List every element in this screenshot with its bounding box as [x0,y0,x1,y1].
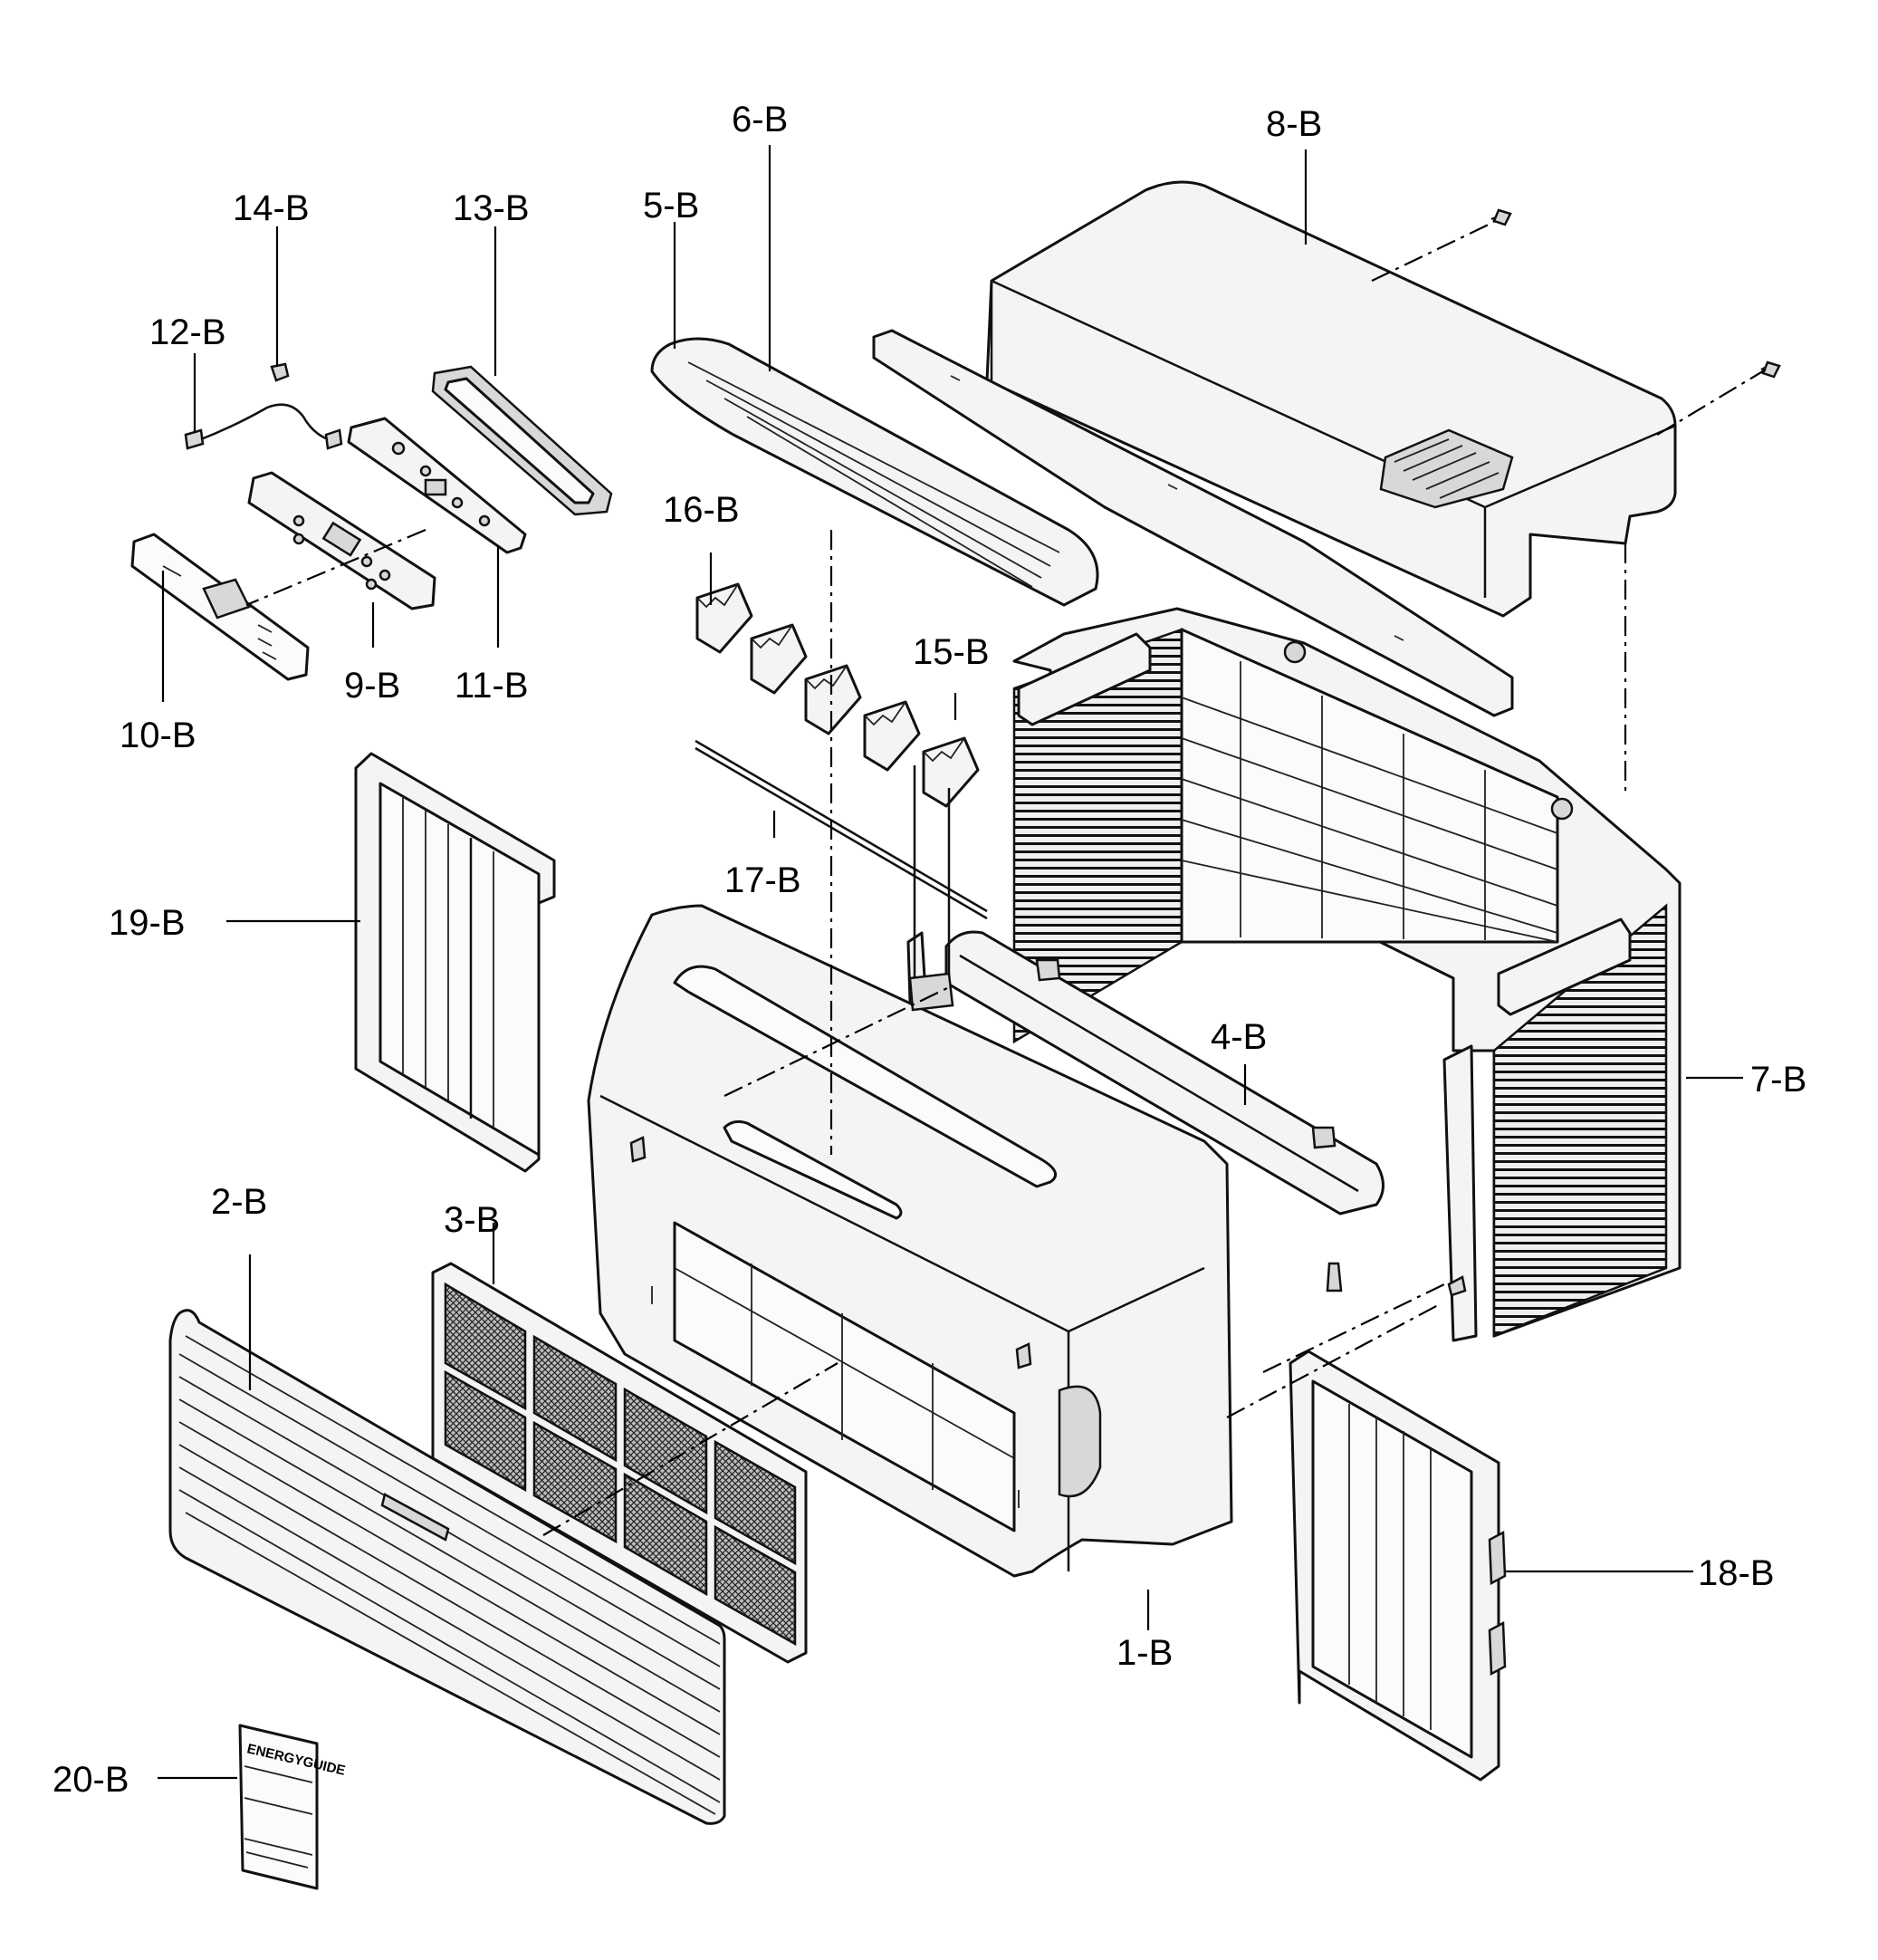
control-gasket-part [431,365,613,516]
right-side-curtain-part [1289,1350,1507,1782]
label-9-b: 9-B [344,666,400,706]
link-rod-part [695,739,988,920]
energy-guide-label-part: ENERGYGUIDE [238,1724,347,1890]
label-13-b: 13-B [453,188,530,228]
front-grille-part [168,1309,726,1825]
front-frame-part [587,904,1233,1578]
label-8-b: 8-B [1266,104,1322,144]
control-overlay-part [130,533,310,681]
label-5-b: 5-B [643,186,699,226]
label-14-b: 14-B [233,188,310,228]
label-11-b: 11-B [455,666,529,706]
label-2-b: 2-B [211,1182,267,1222]
label-16-b: 16-B [663,490,740,530]
upper-air-guide-part [650,337,1099,607]
label-10-b: 10-B [120,716,196,755]
leader-lines [158,145,1743,1780]
label-20-b: 20-B [53,1760,129,1800]
label-17-b: 17-B [724,860,801,900]
label-18-b: 18-B [1698,1553,1775,1593]
label-15-b: 15-B [913,632,990,672]
label-19-b: 19-B [109,903,186,943]
power-cord-part [184,403,343,450]
left-side-curtain-part [354,752,556,1173]
label-12-b: 12-B [149,312,226,352]
label-4-b: 4-B [1211,1017,1267,1057]
control-panel-part [247,471,436,610]
part-labels: 1-B 2-B 3-B 4-B 5-B 6-B 7-B 8-B 9-B 10-B… [53,100,1806,1800]
top-cover-part [872,180,1781,717]
label-6-b: 6-B [732,100,788,139]
label-7-b: 7-B [1750,1060,1806,1100]
label-1-b: 1-B [1116,1633,1173,1673]
air-filter-part [431,1262,808,1664]
control-board-part [347,417,527,554]
label-3-b: 3-B [444,1200,500,1240]
screw-part [270,362,290,382]
assembly-lines [245,528,1627,1536]
drain-pan-part [944,930,1385,1292]
